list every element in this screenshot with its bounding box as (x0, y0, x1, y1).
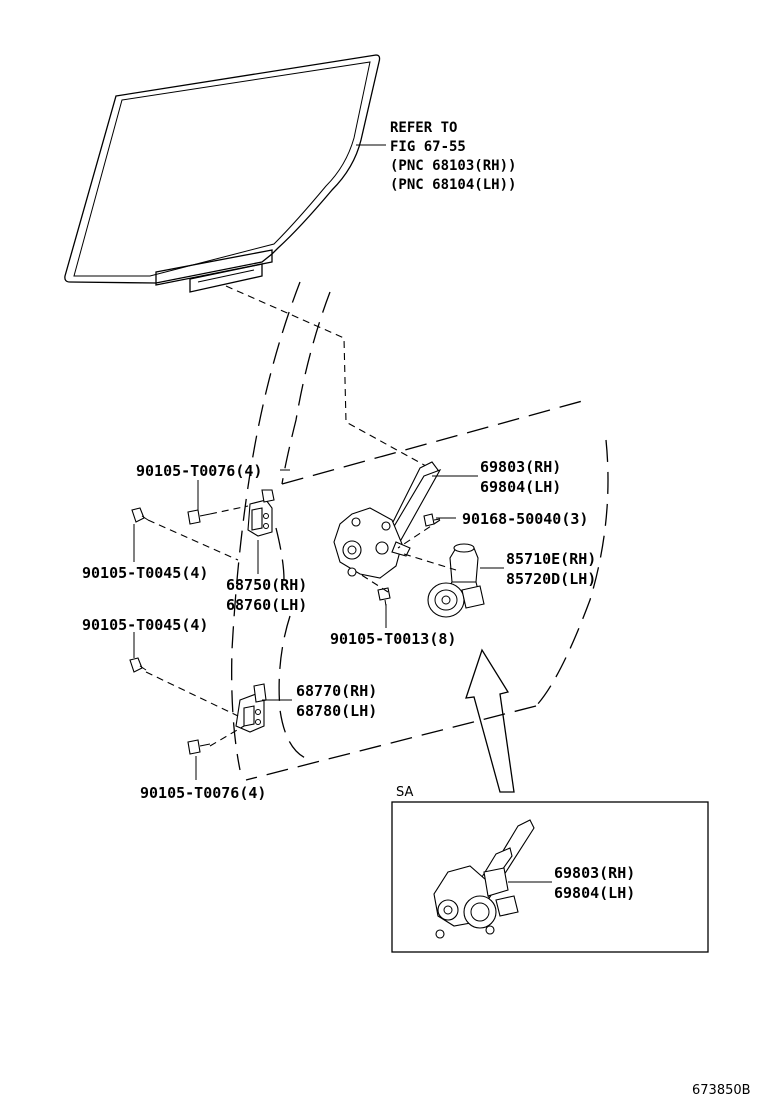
bolt-t0013 (377, 587, 391, 607)
label-hinge-upper-rh: 68750(RH) (226, 576, 307, 594)
label-screw-50040: 90168-50040(3) (462, 510, 588, 528)
refer-line-3: (PNC 68103(RH)) (390, 158, 516, 174)
window-regulator (333, 461, 442, 579)
door-panel-outline (231, 281, 609, 781)
inset-label-regulator-rh: 69803(RH) (554, 864, 635, 882)
lower-hinge (235, 683, 267, 733)
label-hinge-lower-rh: 68770(RH) (296, 682, 377, 700)
figure-id: 673850B (692, 1083, 751, 1098)
upper-hinge (247, 489, 275, 537)
label-bolt-t0045-upper: 90105-T0045(4) (82, 564, 208, 582)
leader-lines (133, 144, 504, 780)
label-bolt-t0045-lower: 90105-T0045(4) (82, 616, 208, 634)
inset-regulator-assembly (433, 819, 535, 939)
refer-line-1: REFER TO (390, 120, 457, 136)
bolt-t0076-lower (187, 739, 211, 755)
inset-label-regulator-lh: 69804(LH) (554, 884, 635, 902)
label-bolt-t0013: 90105-T0013(8) (330, 630, 456, 648)
refer-line-4: (PNC 68104(LH)) (390, 177, 516, 193)
bolts (129, 507, 441, 755)
label-regulator-lh: 69804(LH) (480, 478, 561, 496)
label-hinge-upper-lh: 68760(LH) (226, 596, 307, 614)
inset-sa: SA 69803(RH) 69804(LH) (391, 785, 709, 953)
refer-note: REFER TO FIG 67-55 (PNC 68103(RH)) (PNC … (390, 120, 516, 193)
label-regulator-rh: 69803(RH) (480, 458, 561, 476)
label-hinge-lower-lh: 68780(LH) (296, 702, 377, 720)
bolt-t0045-upper (131, 507, 149, 523)
bolt-t0076-upper (187, 509, 211, 525)
inset-tag: SA (396, 785, 413, 800)
inset-pointer-arrow (465, 648, 515, 793)
inset-frame (391, 801, 709, 953)
refer-line-2: FIG 67-55 (390, 139, 466, 155)
label-motor-lh: 85720D(LH) (506, 570, 596, 588)
door-glass (64, 54, 381, 293)
label-bolt-t0076-bottom: 90105-T0076(4) (140, 784, 266, 802)
label-bolt-t0076-top: 90105-T0076(4) (136, 462, 262, 480)
bolt-t0045-lower (129, 657, 147, 673)
screw-90168-50040 (423, 513, 441, 527)
regulator-motor (427, 543, 485, 618)
assembly-dashed-lines (145, 505, 457, 747)
glass-to-regulator-guide (225, 285, 427, 467)
label-motor-rh: 85710E(RH) (506, 550, 596, 568)
